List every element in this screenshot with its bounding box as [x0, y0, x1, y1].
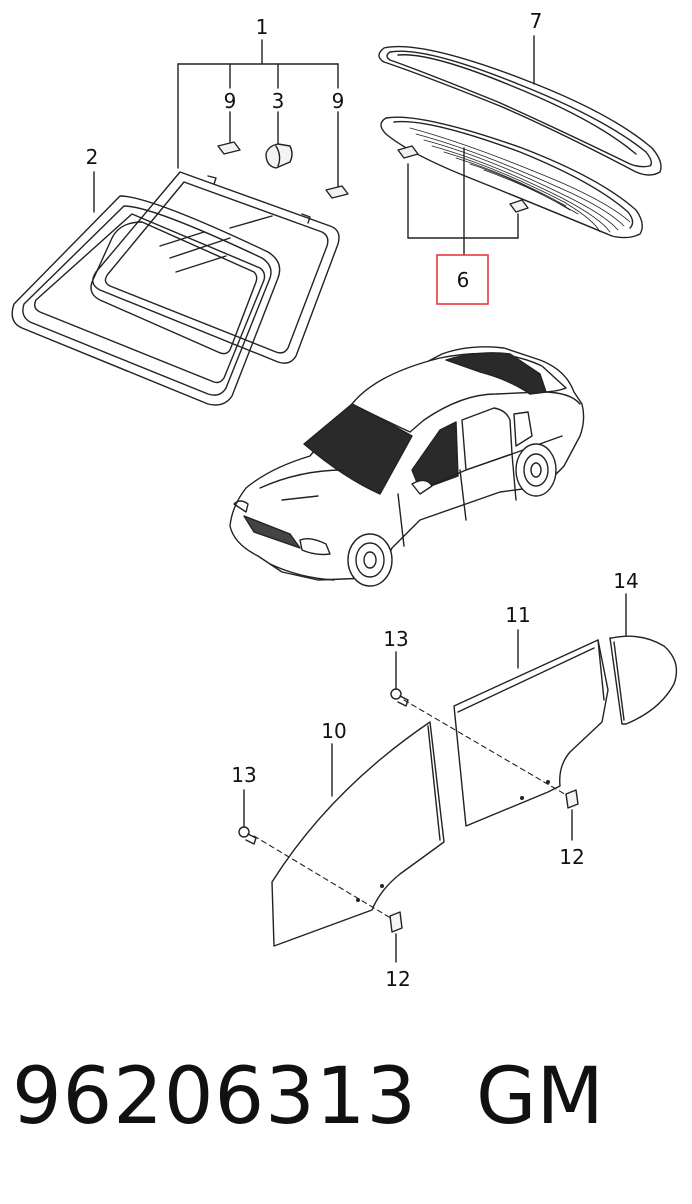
callout-6-bracket — [407, 147, 519, 255]
bolt-13-lower — [238, 789, 257, 845]
bolt-13-upper — [390, 651, 409, 707]
callout-9-right: 9 — [332, 89, 345, 113]
clip-9-right — [325, 185, 349, 199]
car-illustration — [229, 346, 585, 587]
callout-7: 7 — [530, 9, 543, 33]
sash-12-upper — [565, 789, 579, 841]
callout-1: 1 — [256, 15, 269, 39]
callout-12-upper: 12 — [559, 845, 584, 869]
callout-13-lower: 13 — [231, 763, 256, 787]
rear-moulding-part-7 — [378, 45, 662, 176]
callout-1-bracket — [177, 39, 339, 169]
callout-10: 10 — [321, 719, 346, 743]
leader-lines-9-3 — [93, 111, 339, 213]
callout-12-lower: 12 — [385, 967, 410, 991]
parts-diagram: 1 2 3 9 9 7 6 10 11 14 13 13 12 12 — [11, 9, 678, 991]
callout-13-upper: 13 — [383, 627, 408, 651]
callout-14: 14 — [613, 569, 638, 593]
callout-3: 3 — [272, 89, 285, 113]
front-door-glass-part-10 — [271, 721, 445, 947]
callout-2: 2 — [86, 145, 99, 169]
callout-11: 11 — [505, 603, 530, 627]
windshield-glass-part-2 — [11, 195, 281, 406]
part-number: 96206313 — [12, 1052, 418, 1142]
callout-6: 6 — [457, 268, 470, 292]
clip-9-left — [217, 141, 241, 155]
assembly-lines — [253, 699, 569, 921]
brand-label: GM — [476, 1052, 604, 1142]
highlight-box-6 — [436, 254, 489, 305]
rear-glass-part-6 — [380, 116, 643, 239]
windshield-moulding-part-1 — [92, 171, 340, 364]
quarter-glass-part-14 — [609, 593, 678, 725]
sash-12-lower — [389, 911, 403, 963]
callout-9-left: 9 — [224, 89, 237, 113]
rear-door-glass-part-11 — [453, 629, 609, 827]
